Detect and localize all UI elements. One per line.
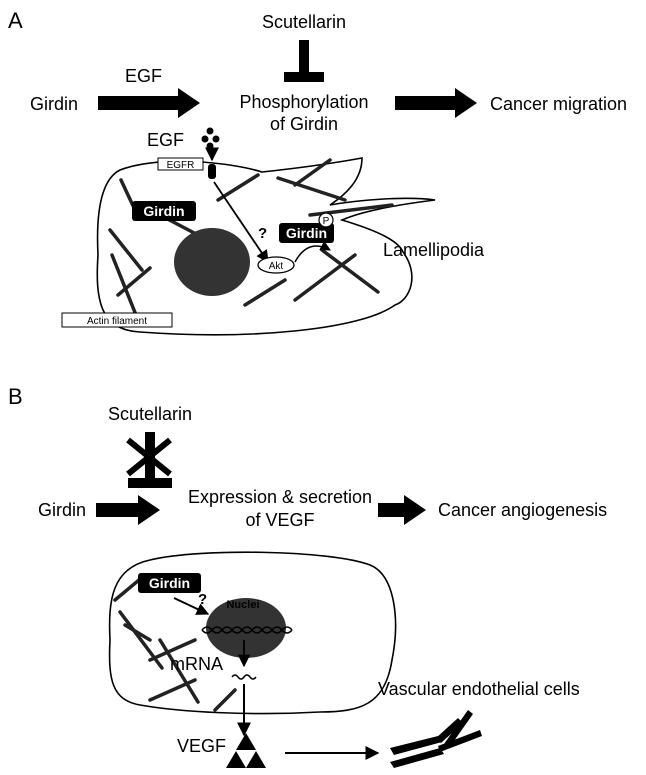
panel-a-akt: Akt	[257, 256, 295, 274]
panel-b-blocked-inhibition-symbol	[126, 432, 172, 488]
panel-b-inhibitor-label: Scutellarin	[108, 404, 192, 424]
panel-a-process-line1: Phosphorylation	[239, 92, 368, 112]
panel-a-inhibitor-label: Scutellarin	[262, 12, 346, 32]
panel-a-akt-to-girdin-arrow	[294, 240, 331, 263]
panel-a-egfr-to-akt-arrow	[213, 181, 269, 264]
panel-b-girdin-tag-label: Girdin	[149, 575, 190, 591]
panel-b-nucleus: Nuclei	[201, 598, 293, 658]
panel-a-source-label: Girdin	[30, 94, 78, 114]
panel-a-akt-label: Akt	[269, 261, 284, 272]
panel-a-egf-label: EGF	[147, 130, 184, 150]
panel-a-egf-ligand: EGF	[147, 127, 220, 162]
panel-a-letter: A	[8, 8, 23, 33]
panel-a-girdin-tag: Girdin	[132, 201, 196, 221]
vegf-molecules	[226, 733, 266, 768]
panel-a: A Scutellarin Girdin EGF Phosphorylation…	[8, 8, 627, 336]
panel-b-vegf-label: VEGF	[177, 736, 226, 756]
panel-a-actin-filaments	[108, 158, 394, 322]
mrna-strand	[231, 674, 257, 680]
panel-a-stimulus-label: EGF	[125, 66, 162, 86]
panel-b-outcome-label: Cancer angiogenesis	[438, 500, 607, 520]
panel-b-endothelial-label: Vascular endothelial cells	[378, 679, 580, 699]
panel-a-egfr-receptor: EGFR	[157, 157, 216, 179]
panel-a-nucleus	[174, 228, 250, 296]
panel-a-arrow-migration	[395, 88, 477, 118]
panel-a-lamellipodia-label: Lamellipodia	[383, 240, 485, 260]
panel-a-girdin-tag-label: Girdin	[143, 203, 184, 219]
panel-b-girdin-tag: Girdin	[138, 573, 201, 593]
panel-a-unknown-link: ?	[258, 225, 267, 242]
panel-a-egfr-label: EGFR	[167, 160, 195, 171]
panel-b-actin-filaments	[113, 573, 237, 712]
panel-b-process-line2: of VEGF	[245, 510, 314, 530]
panel-b-letter: B	[8, 384, 23, 409]
panel-b-mrna-label: mRNA	[170, 654, 223, 674]
panel-a-arrow-egf	[98, 88, 200, 118]
panel-b-cell-outline	[108, 551, 397, 715]
panel-a-actin-label-box: Actin filament	[61, 312, 173, 328]
phospho-symbol: P	[323, 216, 330, 227]
panel-a-inhibition-symbol	[284, 40, 324, 82]
panel-a-process-line2: of Girdin	[270, 114, 338, 134]
panel-a-outcome-label: Cancer migration	[490, 94, 627, 114]
panel-b-process-line1: Expression & secretion	[188, 487, 372, 507]
panel-b: B Scutellarin Girdin Expression & secret…	[8, 384, 607, 768]
panel-a-actin-label: Actin filament	[87, 316, 147, 327]
dna-helix	[201, 626, 293, 634]
panel-a-phospho-girdin-label: Girdin	[286, 225, 327, 241]
panel-b-nucleus-label: Nuclei	[226, 599, 259, 611]
panel-b-arrow-expression	[96, 495, 160, 525]
endothelial-cells-icon	[390, 710, 482, 768]
panel-b-source-label: Girdin	[38, 500, 86, 520]
panel-a-phospho-girdin: Girdin P	[279, 212, 334, 243]
panel-b-unknown-link: ?	[198, 591, 207, 608]
panel-b-girdin-to-nucleus-arrow	[173, 597, 210, 615]
panel-b-arrow-angiogenesis	[378, 495, 426, 525]
